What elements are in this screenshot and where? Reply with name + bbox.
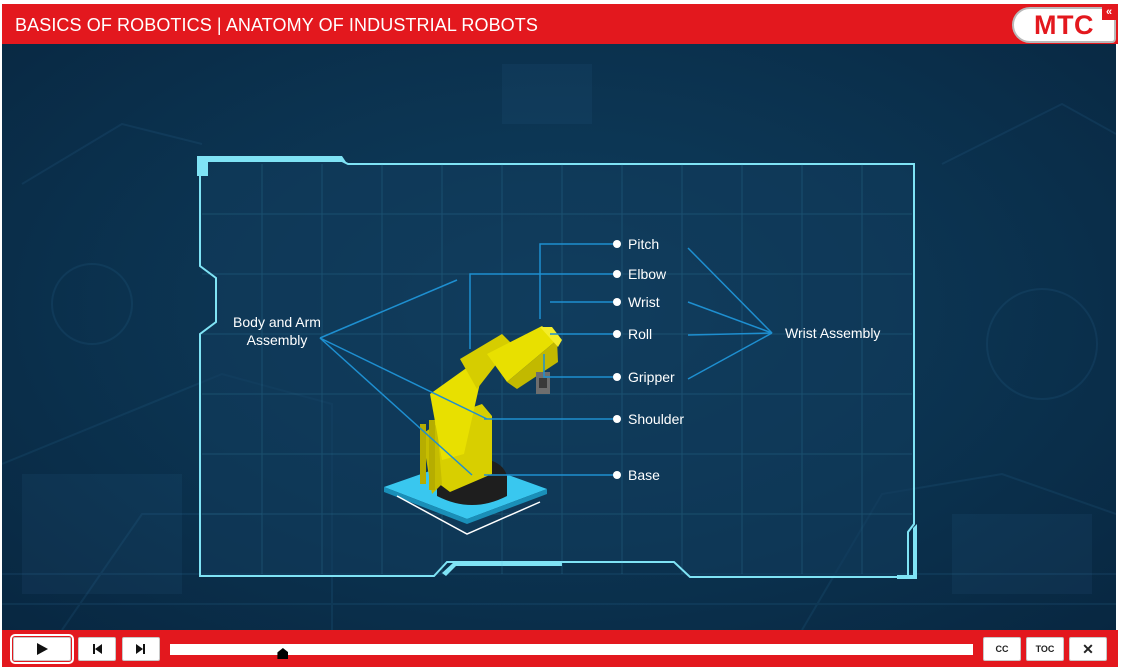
close-button[interactable]: ✕ — [1069, 637, 1107, 661]
previous-slide-button[interactable] — [78, 637, 116, 661]
label-pitch: Pitch — [628, 236, 659, 252]
closed-captions-button[interactable]: CC — [983, 637, 1021, 661]
tech-frame — [197, 156, 917, 579]
leader-lines — [319, 243, 773, 476]
play-icon — [37, 643, 48, 655]
player-controls: CC TOC ✕ — [2, 630, 1118, 667]
table-of-contents-button[interactable]: TOC — [1026, 637, 1064, 661]
label-elbow: Elbow — [628, 266, 667, 282]
label-roll: Roll — [628, 326, 652, 342]
label-wrist: Wrist — [628, 294, 660, 310]
play-button[interactable] — [10, 634, 74, 664]
robot-illustration — [384, 326, 562, 535]
progress-bar[interactable] — [170, 644, 973, 659]
next-slide-button[interactable] — [122, 637, 160, 661]
progress-fill — [170, 644, 283, 655]
skip-forward-icon — [136, 644, 145, 654]
progress-thumb[interactable] — [277, 648, 289, 659]
course-title: BASICS OF ROBOTICS | ANATOMY OF INDUSTRI… — [15, 15, 538, 35]
factory-background: Pitch Elbow Wrist Roll Gripper Shoulder … — [2, 64, 1116, 630]
label-base: Base — [628, 467, 660, 483]
title-bar: BASICS OF ROBOTICS | ANATOMY OF INDUSTRI… — [2, 4, 1118, 44]
label-body-arm-line2: Assembly — [247, 332, 308, 348]
label-body-arm-line1: Body and Arm — [233, 314, 321, 330]
close-icon: ✕ — [1082, 640, 1094, 657]
label-shoulder: Shoulder — [628, 411, 684, 427]
mtc-logo: MTC — [1012, 7, 1116, 43]
label-wrist-assembly: Wrist Assembly — [785, 325, 880, 341]
slide-stage: Pitch Elbow Wrist Roll Gripper Shoulder … — [2, 44, 1116, 630]
collapse-icon[interactable]: « — [1102, 6, 1116, 20]
label-dots — [613, 240, 621, 479]
skip-back-icon — [93, 644, 102, 654]
label-gripper: Gripper — [628, 369, 675, 385]
